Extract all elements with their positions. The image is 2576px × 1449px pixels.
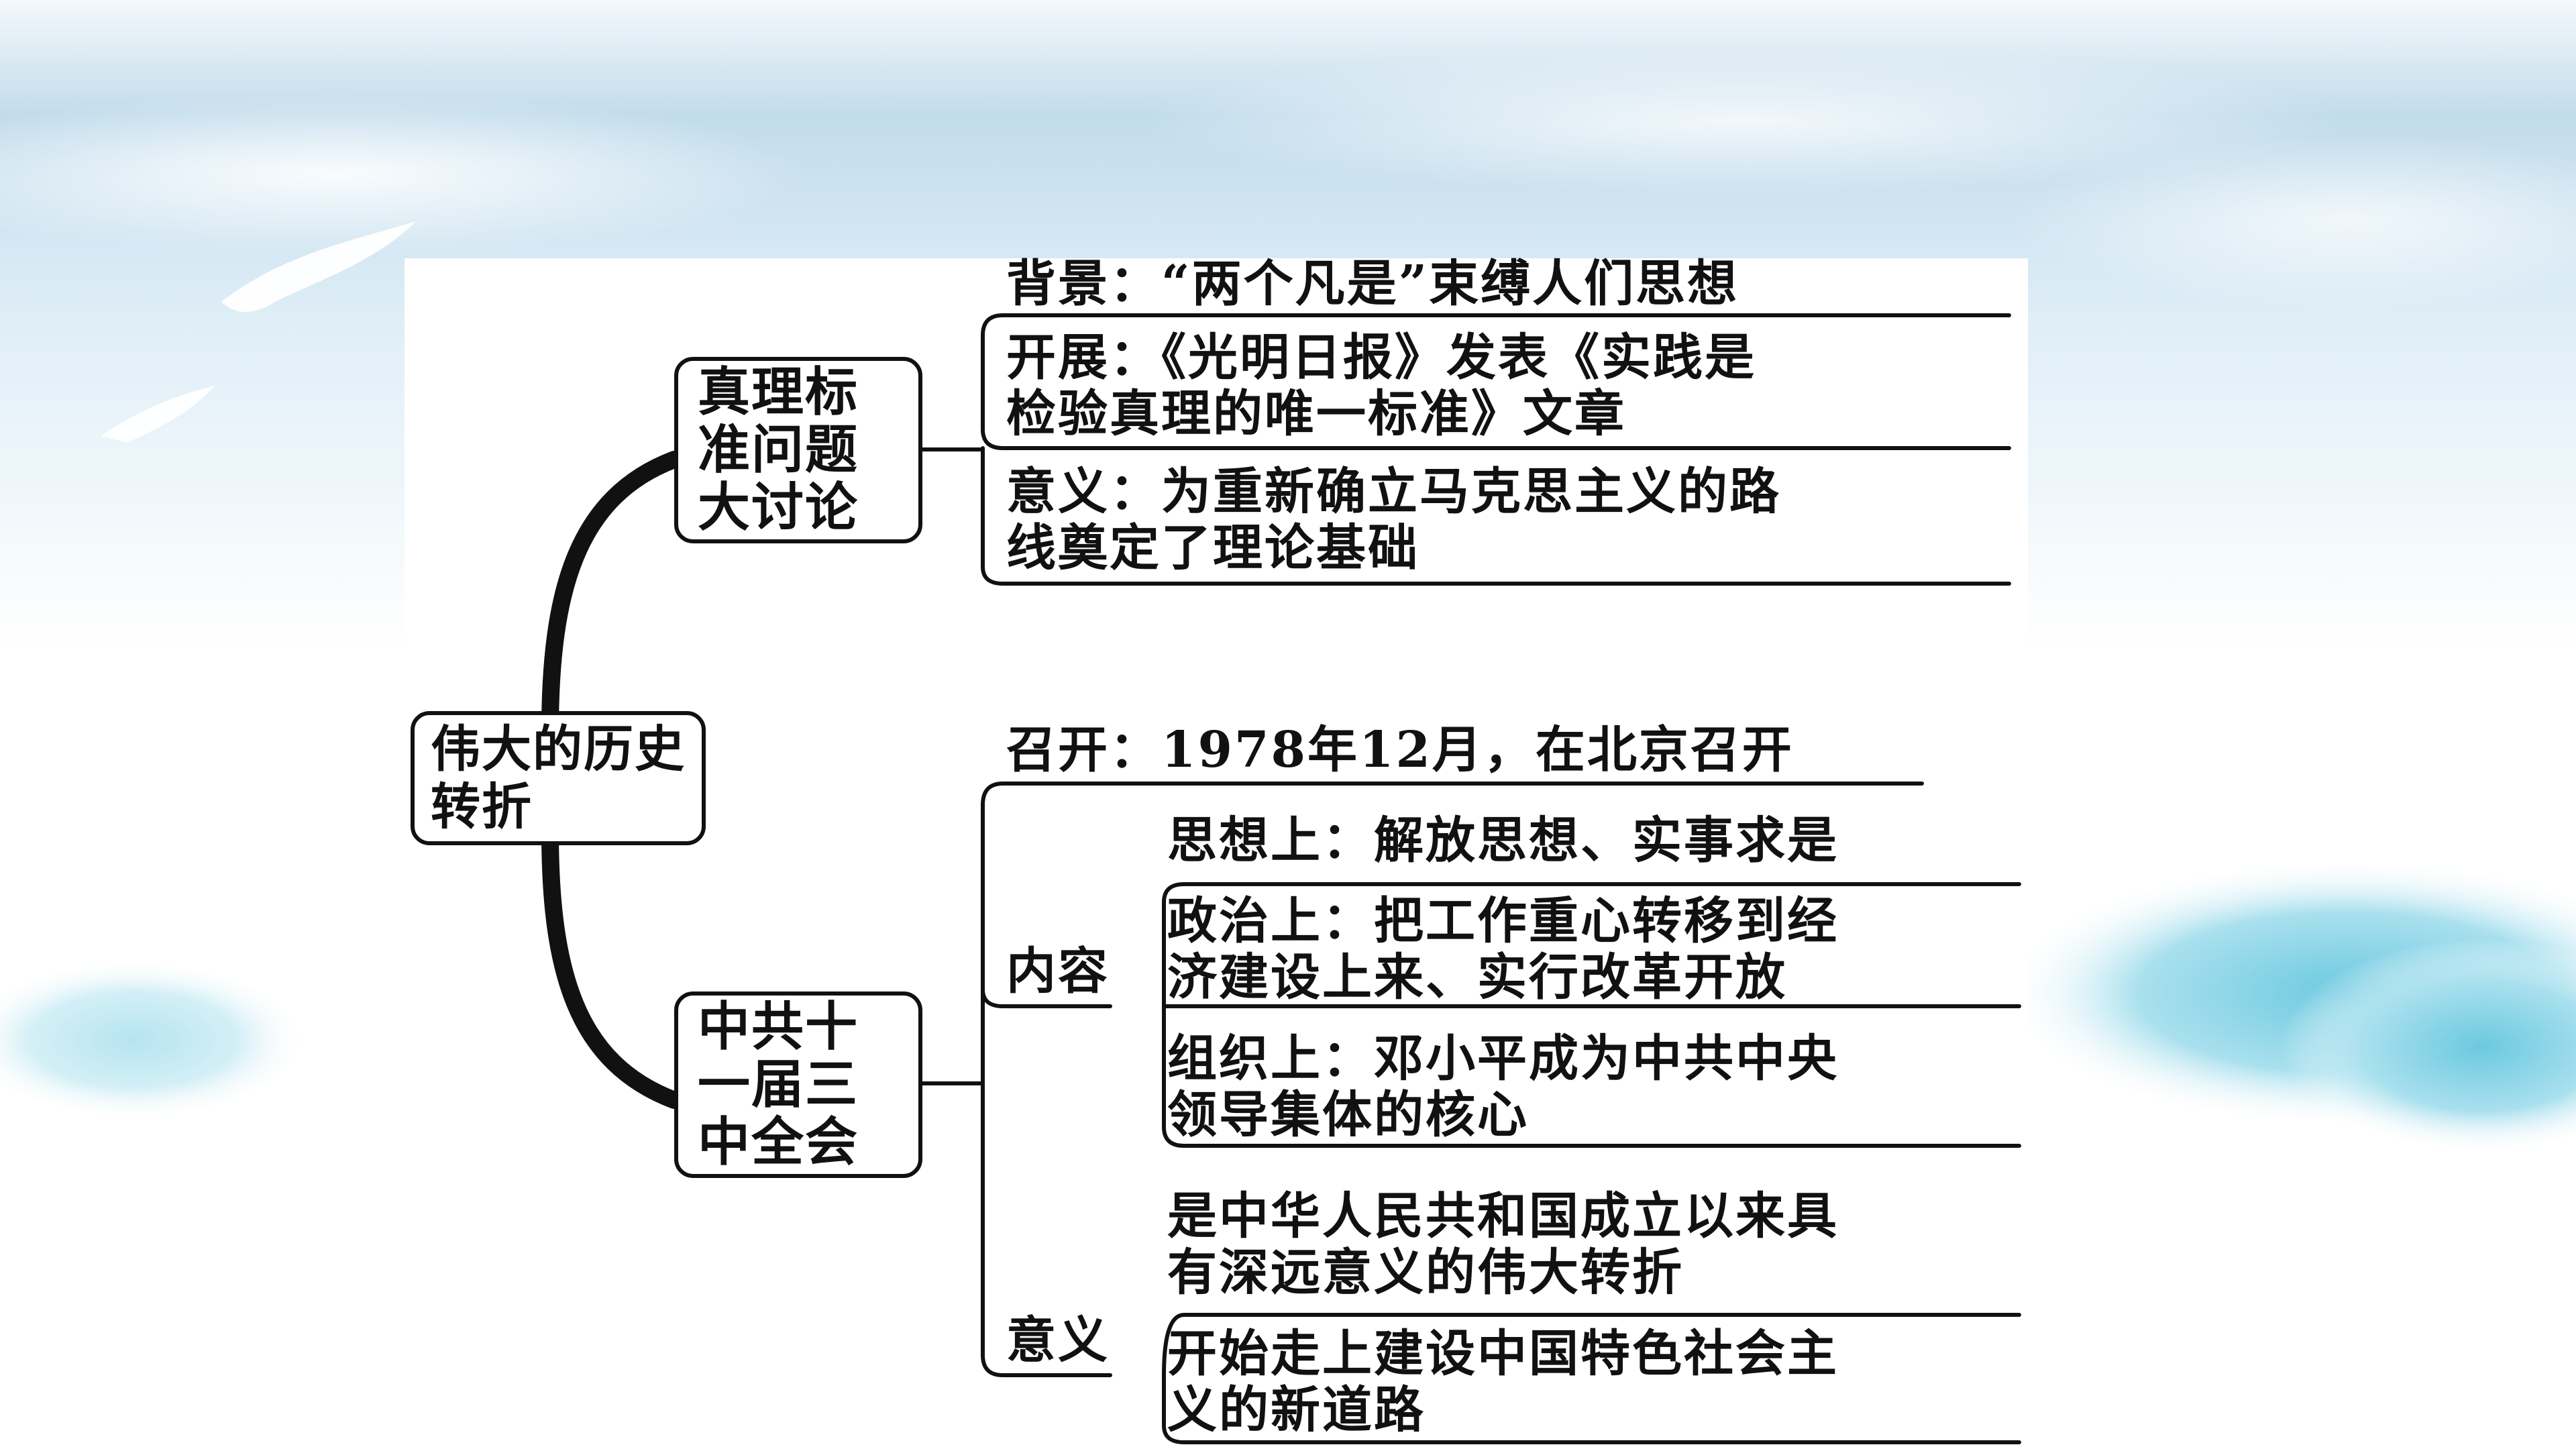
leaf-background: 背景：“两个凡是”束缚人们思想 xyxy=(1006,255,1739,313)
root-branch-connector xyxy=(541,823,683,1109)
leaf-ideology: 思想上：解放思想、实事求是 xyxy=(1167,812,1839,869)
leaf-organization-line2: 领导集体的核心 xyxy=(1167,1086,1529,1144)
root-node: 伟大的历史转折 xyxy=(411,711,706,845)
leaf-politics-line1: 政治上：把工作重心转移到经 xyxy=(1167,892,1839,950)
significance-label: 意义 xyxy=(1006,1311,1110,1369)
leaf-development-line2: 检验真理的唯一标准》文章 xyxy=(1006,385,1626,443)
root-label: 伟大的历史转折 xyxy=(431,720,686,836)
branch-label: 真理标准问题大讨论 xyxy=(698,362,859,538)
branch-node-truth-criterion: 真理标准问题大讨论 xyxy=(674,357,922,543)
branch-node-third-plenum: 中共十一届三中全会 xyxy=(674,991,922,1178)
leaf-new-road-line2: 义的新道路 xyxy=(1167,1381,1426,1439)
leaf-turning-point-line1: 是中华人民共和国成立以来具 xyxy=(1167,1187,1839,1245)
leaf-new-road-line1: 开始走上建设中国特色社会主 xyxy=(1167,1325,1839,1383)
content-label: 内容 xyxy=(1006,943,1110,1000)
leaf-politics-line2: 济建设上来、实行改革开放 xyxy=(1167,949,1787,1006)
leaf-held: 召开：1978年12月，在北京召开 xyxy=(1006,721,1794,779)
seagull-icon xyxy=(101,386,215,443)
seagull-icon xyxy=(221,221,416,312)
root-branch-connector xyxy=(541,451,683,740)
branch-label: 中共十一届三中全会 xyxy=(698,996,859,1173)
leaf-significance-line1: 意义：为重新确立马克思主义的路 xyxy=(1006,463,1781,521)
leaf-development-line1: 开展：《光明日报》发表《实践是 xyxy=(1006,329,1756,386)
leaf-significance-line2: 线奠定了理论基础 xyxy=(1006,519,1419,577)
leaf-organization-line1: 组织上：邓小平成为中共中央 xyxy=(1167,1030,1839,1087)
leaf-turning-point-line2: 有深远意义的伟大转折 xyxy=(1167,1244,1684,1301)
